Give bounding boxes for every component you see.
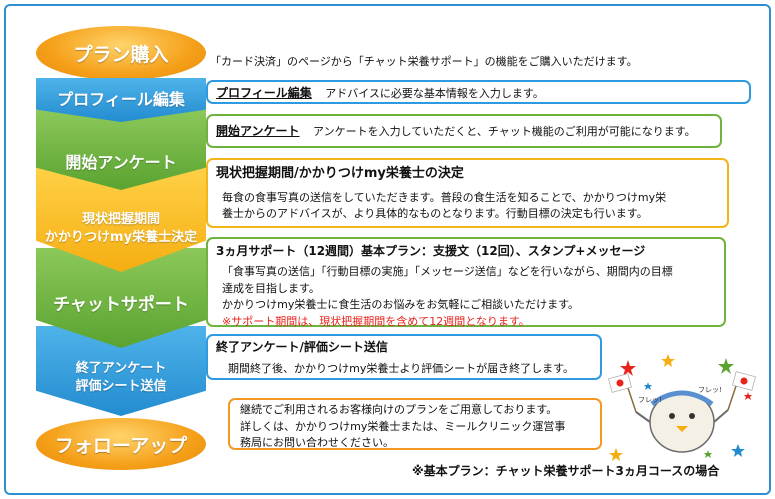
chat-text-line1: 「食事写真の送信」「行動目標の実施」「メッセージ送信」などを行いながら、期間内の… bbox=[222, 265, 673, 278]
footnote: ※基本プラン：チャット栄養サポート3ヵ月コースの場合 bbox=[412, 464, 720, 478]
profile-description-box: プロフィール編集 アドバイスに必要な基本情報を入力します。 bbox=[206, 80, 751, 104]
assessment-text-line1: 毎食の食事写真の送信をしていただきます。普段の食生活を知ることで、かかりつけmy… bbox=[222, 190, 667, 204]
followup-text-line1: 継続でご利用されるお客様向けのプランをご用意しております。 bbox=[240, 403, 558, 416]
start-survey-description-box: 開始アンケート アンケートを入力していただくと、チャット機能のご利用が可能になり… bbox=[206, 114, 722, 148]
star-icon bbox=[744, 392, 752, 400]
purchase-description: 「カード決済」のページから「チャット栄養サポート」の機能をご購入いただけます。 bbox=[210, 54, 750, 71]
assessment-heading: 現状把握期間/かかりつけmy栄養士の決定 bbox=[216, 166, 464, 181]
star-icon bbox=[704, 450, 712, 458]
assessment-text-line2: 養士からのアドバイスが、より具体的なものとなります。行動目標の決定も行います。 bbox=[222, 207, 648, 220]
step-follow-up: フォローアップ bbox=[36, 418, 206, 470]
profile-heading: プロフィール編集 bbox=[216, 86, 312, 100]
assessment-description-box: 現状把握期間/かかりつけmy栄養士の決定 毎食の食事写真の送信をしていただきます… bbox=[206, 158, 729, 228]
start-survey-heading: 開始アンケート bbox=[216, 124, 300, 138]
end-survey-heading: 終了アンケート/評価シート送信 bbox=[216, 340, 388, 354]
followup-text-line2: 詳しくは、かかりつけmy栄養士または、ミールクリニック運営事 bbox=[240, 419, 566, 433]
profile-text: アドバイスに必要な基本情報を入力します。 bbox=[325, 87, 544, 100]
step-label-line1: 現状把握期間 bbox=[81, 212, 160, 228]
chat-text-line2: 達成を目指します。 bbox=[222, 281, 320, 295]
step-label: フォローアップ bbox=[54, 434, 188, 457]
cheering-mascot-illustration: フレッ! フレッ! bbox=[608, 354, 756, 461]
star-icon bbox=[718, 358, 734, 374]
followup-description-box: 継続でご利用されるお客様向けのプランをご用意しております。 詳しくは、かかりつけ… bbox=[228, 398, 602, 450]
end-survey-description-box: 終了アンケート/評価シート送信 期間終了後、かかりつけmy栄養士より評価シートが… bbox=[206, 334, 602, 380]
start-survey-text: アンケートを入力していただくと、チャット機能のご利用が可能になります。 bbox=[313, 125, 696, 138]
step-label-line1: 終了アンケート bbox=[75, 361, 167, 377]
step-label: チャットサポート bbox=[53, 294, 189, 315]
cheer-text-left: フレッ! bbox=[638, 396, 662, 404]
outer-frame bbox=[4, 4, 771, 495]
step-label: 開始アンケート bbox=[65, 153, 177, 172]
step-label-line2: かかりつけmy栄養士決定 bbox=[44, 230, 198, 245]
chat-heading: 3ヵ月サポート（12週間）基本プラン：支援文（12回）、スタンプ+メッセージ bbox=[216, 244, 646, 258]
star-icon bbox=[661, 354, 675, 367]
followup-text-line3: 務局にお問い合わせください。 bbox=[240, 436, 394, 449]
step-label: プロフィール編集 bbox=[57, 90, 185, 109]
star-icon bbox=[644, 382, 652, 390]
cheer-text-right: フレッ! bbox=[698, 386, 722, 394]
step-label-line2: 評価シート送信 bbox=[75, 379, 167, 394]
step-label: プラン購入 bbox=[73, 43, 169, 66]
step-plan-purchase: プラン購入 bbox=[36, 26, 206, 80]
chat-description-box: 3ヵ月サポート（12週間）基本プラン：支援文（12回）、スタンプ+メッセージ 「… bbox=[206, 237, 726, 328]
star-icon bbox=[731, 444, 745, 457]
star-icon bbox=[609, 448, 623, 461]
star-icon bbox=[620, 360, 636, 376]
end-survey-text: 期間終了後、かかりつけmy栄養士より評価シートが届き終了します。 bbox=[228, 362, 575, 375]
chat-text-line3: かかりつけmy栄養士に食生活のお悩みをお気軽にご相談いただけます。 bbox=[222, 298, 580, 311]
chat-note: ※サポート期間は、現状把握期間を含めて12週間となります。 bbox=[222, 314, 530, 328]
